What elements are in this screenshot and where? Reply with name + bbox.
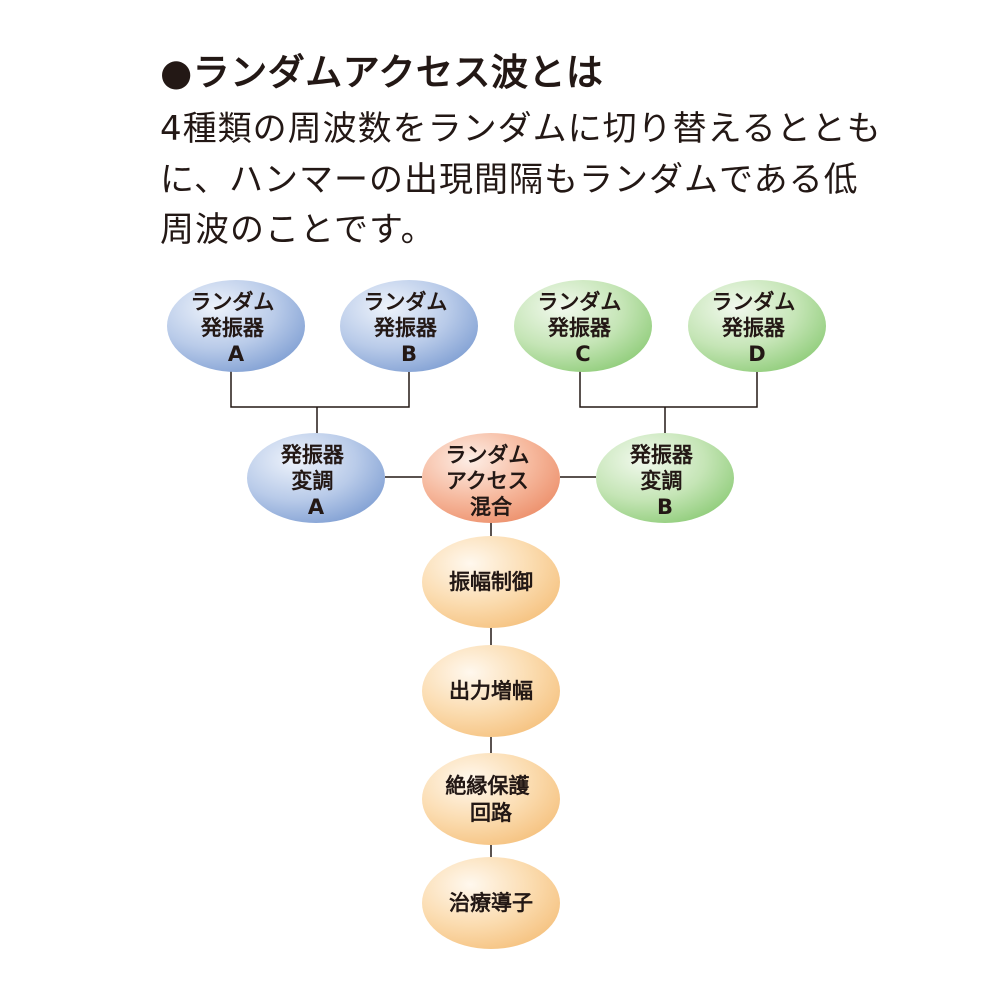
node-mod-a-line-2: 変調 bbox=[291, 469, 333, 493]
description-line-3: 周波のことです。 bbox=[160, 210, 436, 250]
node-mix-line-3: 混合 bbox=[470, 495, 513, 519]
svg-text:治療導子: 治療導子 bbox=[449, 891, 533, 915]
node-osc-d-line-1: ランダム bbox=[711, 290, 795, 314]
svg-text:発振器 変調 B: 発振器 変調 B bbox=[629, 443, 700, 519]
description: 4種類の周波数をランダムに切り替えるととも に、ハンマーの出現間隔もランダムであ… bbox=[160, 104, 882, 256]
connector-lines bbox=[230, 370, 758, 857]
description-line-1: 4種類の周波数をランダムに切り替えるととも bbox=[160, 109, 882, 149]
node-osc-b-line-1: ランダム bbox=[363, 290, 447, 314]
node-osc-c-line-2: 発振器 bbox=[547, 316, 612, 340]
node-iso-line-2: 回路 bbox=[470, 801, 513, 825]
svg-text:出力増幅: 出力増幅 bbox=[449, 679, 533, 703]
svg-text:ランダム 発振器 D: ランダム 発振器 D bbox=[711, 290, 802, 366]
node-osc-c: ランダム 発振器 C bbox=[514, 280, 652, 372]
connector-osc-c-d bbox=[579, 370, 758, 408]
node-osc-b-line-2: 発振器 bbox=[373, 316, 438, 340]
node-osc-c-line-1: ランダム bbox=[537, 290, 621, 314]
node-out-amp: 出力増幅 bbox=[422, 645, 560, 737]
node-osc-d: ランダム 発振器 D bbox=[688, 280, 826, 372]
node-osc-a-line-3: A bbox=[228, 342, 245, 366]
node-out-amp-line-1: 出力増幅 bbox=[449, 679, 533, 703]
diagram-title: ●ランダムアクセス波とは bbox=[160, 51, 604, 94]
node-mod-a: 発振器 変調 A bbox=[247, 433, 385, 523]
node-mod-b-line-2: 変調 bbox=[640, 469, 682, 493]
svg-text:発振器 変調 A: 発振器 変調 A bbox=[280, 443, 351, 519]
node-mix-line-1: ランダム bbox=[445, 443, 529, 467]
svg-text:振幅制御: 振幅制御 bbox=[449, 570, 533, 594]
node-amp-ctrl: 振幅制御 bbox=[422, 536, 560, 628]
node-osc-b: ランダム 発振器 B bbox=[340, 280, 478, 372]
node-lead-line-1: 治療導子 bbox=[449, 891, 533, 915]
node-osc-c-line-3: C bbox=[575, 342, 590, 366]
node-mod-b-line-3: B bbox=[657, 495, 673, 519]
node-mod-b-line-1: 発振器 bbox=[629, 443, 694, 467]
svg-text:ランダム アクセス 混合: ランダム アクセス 混合 bbox=[445, 443, 536, 519]
node-mod-a-line-3: A bbox=[308, 495, 325, 519]
node-mix: ランダム アクセス 混合 bbox=[422, 433, 560, 523]
node-osc-d-line-2: 発振器 bbox=[721, 316, 786, 340]
svg-text:絶縁保護 回路: 絶縁保護 回路 bbox=[445, 774, 536, 825]
node-osc-b-line-3: B bbox=[401, 342, 417, 366]
node-osc-a: ランダム 発振器 A bbox=[167, 280, 305, 372]
node-iso-line-1: 絶縁保護 bbox=[445, 774, 530, 798]
node-mod-b: 発振器 変調 B bbox=[596, 433, 734, 523]
svg-text:ランダム 発振器 A: ランダム 発振器 A bbox=[190, 290, 281, 366]
node-amp-ctrl-line-1: 振幅制御 bbox=[449, 570, 533, 594]
description-line-2: に、ハンマーの出現間隔もランダムである低 bbox=[160, 159, 859, 200]
connector-osc-a-b bbox=[230, 370, 410, 408]
node-mix-line-2: アクセス bbox=[446, 469, 529, 493]
node-osc-a-line-1: ランダム bbox=[190, 290, 274, 314]
svg-text:ランダム 発振器 B: ランダム 発振器 B bbox=[363, 290, 454, 366]
node-osc-d-line-3: D bbox=[748, 342, 765, 366]
node-lead: 治療導子 bbox=[422, 857, 560, 949]
svg-text:ランダム 発振器 C: ランダム 発振器 C bbox=[537, 290, 628, 366]
node-mod-a-line-1: 発振器 bbox=[280, 443, 345, 467]
node-iso: 絶縁保護 回路 bbox=[422, 753, 560, 845]
node-osc-a-line-2: 発振器 bbox=[200, 316, 265, 340]
